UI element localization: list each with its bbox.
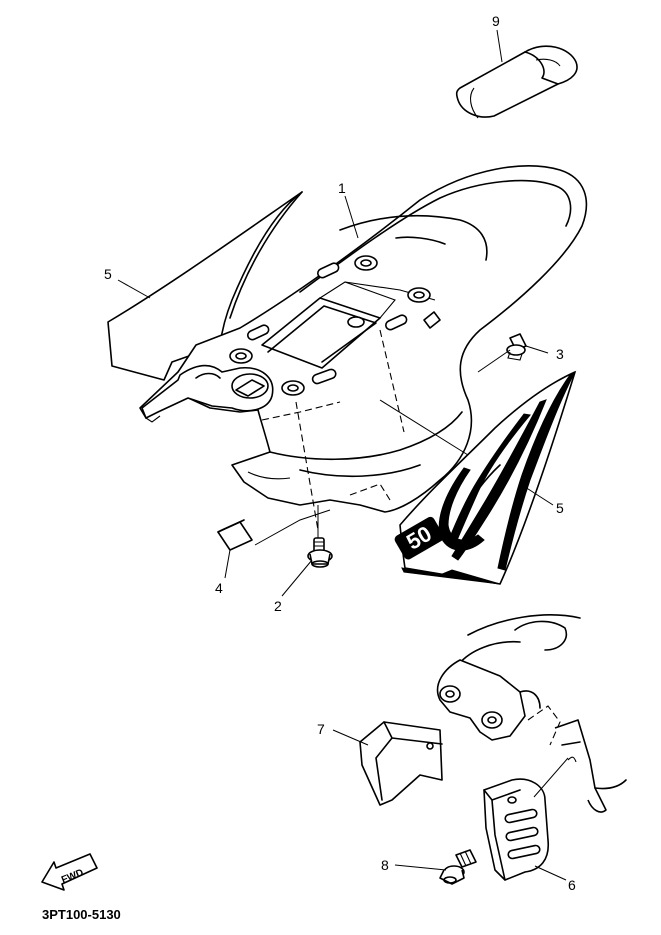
fwd-arrow-icon: FWD: [41, 853, 98, 891]
part-4-reflector[interactable]: [217, 519, 253, 551]
drawing-code: 3PT100-5130: [42, 907, 121, 922]
callout-8: 8: [381, 857, 389, 873]
callout-5-left: 5: [104, 266, 112, 282]
callout-5-right: 5: [556, 500, 564, 516]
part-1-rear-fender[interactable]: [139, 165, 588, 513]
fender-round-holes: [229, 255, 431, 396]
callout-6: 6: [568, 877, 576, 893]
part-3-screw[interactable]: [506, 333, 527, 361]
callout-3: 3: [556, 346, 564, 362]
frame-reference: [436, 614, 627, 813]
part-9-pad[interactable]: [455, 45, 578, 119]
fender-slot-holes: [247, 262, 408, 385]
callout-2: 2: [274, 598, 282, 614]
part-6-guard-plate[interactable]: [483, 778, 550, 881]
callout-1: 1: [338, 180, 346, 196]
callout-9: 9: [492, 13, 500, 29]
part-5-right-decal[interactable]: 50: [394, 370, 577, 585]
leader-lines: [117, 29, 569, 881]
part-2-bolt[interactable]: [307, 537, 333, 568]
callout-labels: 9 1 5 3 5 4 2 7 8 6: [104, 13, 576, 893]
callout-4: 4: [215, 580, 223, 596]
callout-7: 7: [317, 721, 325, 737]
part-7-bracket[interactable]: [359, 721, 443, 806]
part-8-bolt[interactable]: [439, 849, 477, 885]
